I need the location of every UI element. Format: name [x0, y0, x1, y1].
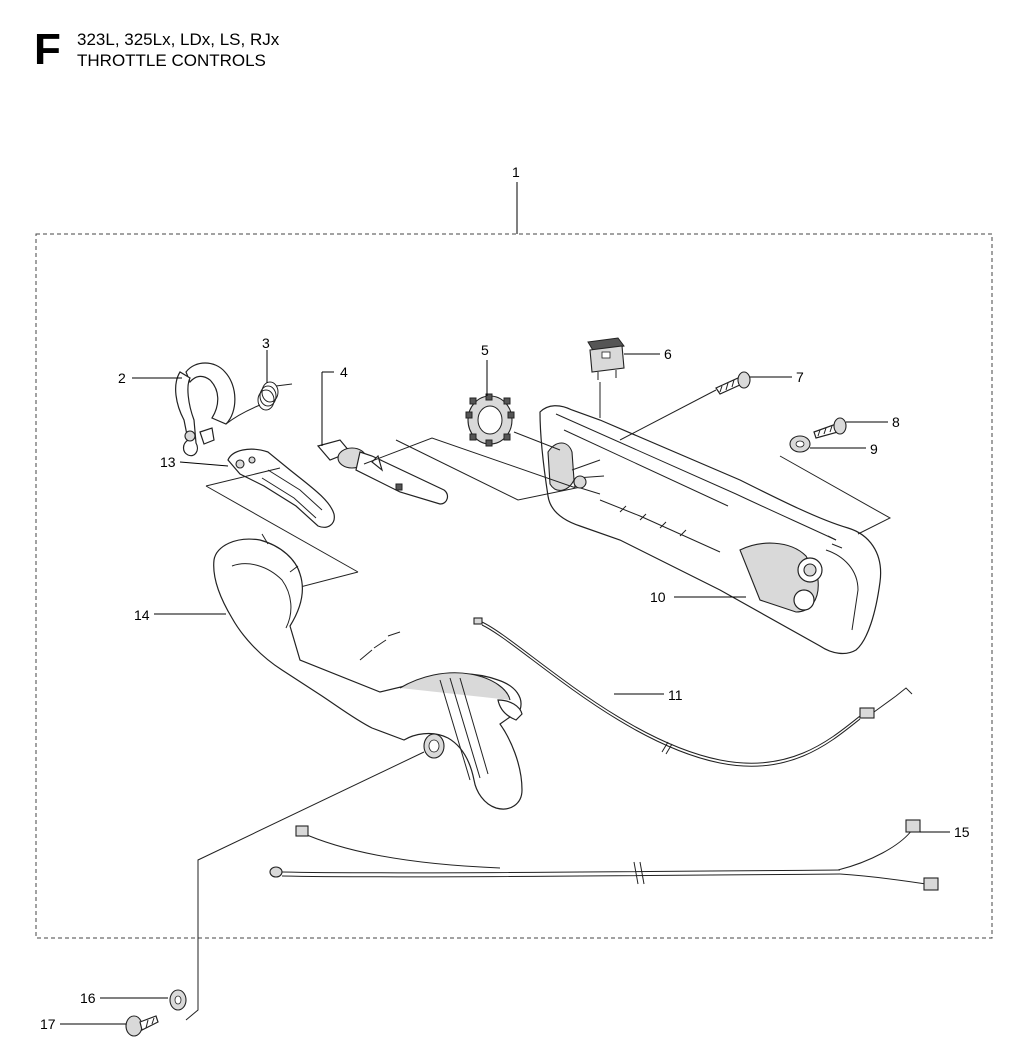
- part-4-throttle-lever: [316, 439, 449, 505]
- callout-2: 2: [118, 370, 126, 386]
- callout-13: 13: [160, 454, 176, 470]
- callout-3: 3: [262, 335, 270, 351]
- callout-5: 5: [481, 342, 489, 358]
- guide-line-f: [619, 389, 717, 441]
- callout-8: 8: [892, 414, 900, 430]
- callout-7: 7: [796, 369, 804, 385]
- callout-1: 1: [512, 164, 520, 180]
- leader-13: [179, 461, 229, 467]
- part-8-screw: [813, 417, 847, 439]
- part-3-spring: [225, 381, 293, 425]
- guide-line-screw: [185, 751, 425, 1021]
- part-16-washer: [169, 989, 187, 1011]
- callout-11: 11: [668, 687, 683, 703]
- callout-10: 10: [650, 589, 666, 605]
- callout-15: 15: [954, 824, 970, 840]
- part-6-stop-switch: [587, 337, 625, 380]
- guide-line-a: [205, 467, 281, 487]
- part-17-screw: [125, 1015, 159, 1037]
- guide-line-d: [363, 437, 578, 501]
- callout-9: 9: [870, 441, 878, 457]
- section-title: THROTTLE CONTROLS: [77, 51, 266, 70]
- part-2-throttle-bracket: [175, 362, 236, 457]
- part-10-handle-housing: [539, 405, 882, 655]
- assembly-boundary: [35, 233, 993, 939]
- part-13-throttle-trigger: [227, 448, 335, 528]
- part-7-screw: [715, 371, 751, 395]
- guide-line-h: [513, 431, 561, 451]
- part-9-washer: [789, 435, 811, 453]
- guide-line-b: [205, 485, 359, 573]
- callout-14: 14: [134, 607, 150, 623]
- part-15-wiring-harness: [269, 819, 939, 891]
- callout-6: 6: [664, 346, 672, 362]
- callout-4: 4: [340, 364, 348, 380]
- part-11-throttle-cable: [473, 617, 913, 767]
- callout-17: 17: [40, 1016, 56, 1032]
- guide-line-g: [779, 455, 892, 535]
- part-5-gear-ring: [465, 393, 515, 447]
- callout-16: 16: [80, 990, 96, 1006]
- part-14-handle-grip: [213, 533, 523, 810]
- model-list: 323L, 325Lx, LDx, LS, RJx: [77, 30, 280, 49]
- section-letter: F: [34, 25, 61, 74]
